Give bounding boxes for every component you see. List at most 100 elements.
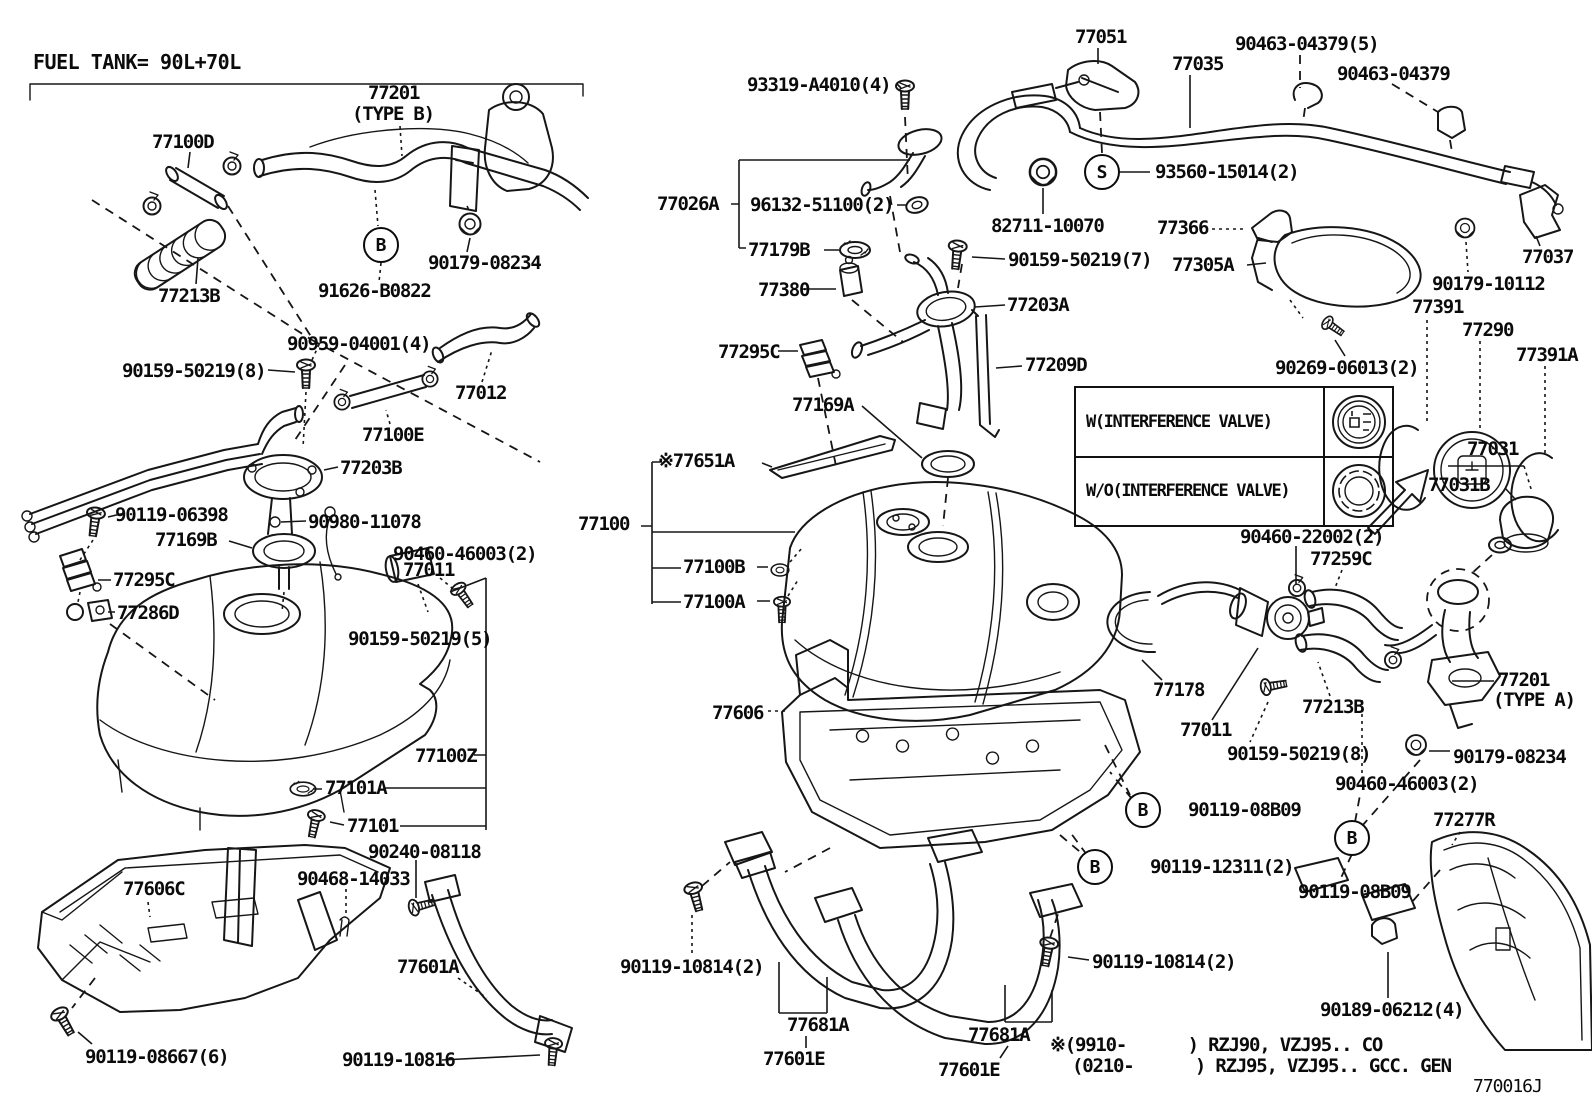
corrugated-hose-77213b (133, 218, 227, 291)
section-marker-b: B (363, 227, 399, 263)
section-marker-s: S (1084, 154, 1120, 190)
part-number-label: 90119-08B09 (1298, 881, 1412, 903)
fuel-cap-without-valve-icon (1325, 458, 1392, 526)
part-number-label: 91626-B0822 (318, 280, 432, 302)
part-number-label: 77012 (455, 382, 507, 404)
part-number-label: 77100Z (415, 745, 478, 767)
part-number-label: 77213B (158, 285, 221, 307)
part-number-label: 77201 (1498, 669, 1550, 691)
part-number-label: 90179-08234 (428, 252, 542, 274)
title-bracket (29, 83, 584, 101)
lid-cable-drawing (956, 48, 1564, 215)
part-number-label: 77259C (1310, 548, 1373, 570)
part-number-label: 77201 (368, 82, 420, 104)
part-number-label: 90119-08667(6) (85, 1046, 230, 1068)
part-number-label: 90463-04379(5) (1235, 33, 1380, 55)
fuel-cap-with-valve-icon (1325, 388, 1392, 456)
left-fuel-tank-drawing (96, 561, 487, 840)
interference-valve-table: W(INTERFERENCE VALVE)W/O(INTERFERENCE VA… (1074, 386, 1394, 527)
application-footnote: (0210- ) RZJ95, VZJ95.. GCC. GEN (1072, 1055, 1452, 1077)
part-number-label: 77601E (938, 1059, 1001, 1081)
part-number-label: 77011 (1180, 719, 1232, 741)
interference-valve-row-label: W(INTERFERENCE VALVE) (1076, 388, 1325, 456)
part-number-label: (TYPE A) (1493, 689, 1576, 711)
part-number-label: 77101 (347, 815, 399, 837)
center-pump-bracket-drawing (731, 79, 1023, 527)
protector-drawing (1371, 831, 1592, 1051)
part-number-label: 90159-50219(5) (348, 628, 493, 650)
part-number-label: 77051 (1075, 26, 1127, 48)
interference-valve-row: W/O(INTERFERENCE VALVE) (1076, 457, 1392, 526)
part-number-label: 77101A (325, 777, 388, 799)
part-number-label: 90159-50219(8) (122, 360, 267, 382)
part-number-label: 90460-46003(2) (1335, 773, 1480, 795)
part-number-label: 77169A (792, 394, 855, 416)
part-number-label: 77031B (1428, 474, 1491, 496)
part-number-label: (TYPE B) (352, 103, 435, 125)
part-number-label: 77100D (152, 131, 215, 153)
part-number-label: 90179-08234 (1453, 746, 1567, 768)
page-title: FUEL TANK= 90L+70L (33, 50, 241, 74)
part-number-label: 90269-06013(2) (1275, 357, 1420, 379)
part-number-label: 90119-12311(2) (1150, 856, 1295, 878)
part-number-label: 77380 (758, 279, 810, 301)
part-number-label: 90460-22002(2) (1240, 526, 1385, 548)
part-number-label: 77203B (340, 457, 403, 479)
part-number-label: 77179B (748, 239, 811, 261)
part-number-label: 77305A (1172, 254, 1235, 276)
section-marker-b: B (1077, 849, 1113, 885)
figure-code: 770016J (1473, 1076, 1543, 1097)
part-number-label: 93319-A4010(4) (747, 74, 892, 96)
part-number-label: 77391A (1516, 344, 1579, 366)
part-number-label: 90119-10814(2) (1092, 951, 1237, 973)
breather-and-hoses-drawing (1106, 546, 1403, 881)
part-number-label: 77203A (1007, 294, 1070, 316)
part-number-label: 77213B (1302, 696, 1365, 718)
part-number-label: 90119-08B09 (1188, 799, 1302, 821)
part-number-label: 77606C (123, 878, 186, 900)
part-number-label: 77286D (117, 602, 180, 624)
fuel-lid-drawing (1212, 184, 1561, 357)
filler-cap-and-neck-drawing (1361, 320, 1559, 903)
part-number-label: 77601E (763, 1048, 826, 1070)
part-number-label: 93560-15014(2) (1155, 161, 1300, 183)
part-number-label: 90159-50219(7) (1008, 249, 1153, 271)
application-footnote: ※(9910- ) RZJ90, VZJ95.. CO (1050, 1034, 1383, 1056)
center-fuel-tank-drawing (641, 435, 1123, 722)
part-number-label: 77277R (1433, 809, 1496, 831)
part-number-label: 77178 (1153, 679, 1205, 701)
tank-tray-and-straps-drawing (682, 639, 1416, 1059)
interference-valve-row-label: W/O(INTERFERENCE VALVE) (1076, 457, 1325, 525)
left-fuel-sender-drawing (21, 364, 478, 701)
direction-arrow (1367, 469, 1429, 535)
part-number-label: 90119-06398 (115, 504, 229, 526)
left-tubes-drawing (267, 312, 541, 449)
part-number-label: 77100 (578, 513, 630, 535)
part-number-label: 77100E (362, 424, 425, 446)
filler-pipe-type-b-drawing (91, 83, 589, 463)
part-number-label: 90460-46003(2) (393, 543, 538, 565)
part-number-label: 90240-08118 (368, 841, 482, 863)
part-number-label: 82711-10070 (991, 215, 1105, 237)
part-number-label: 90463-04379 (1337, 63, 1451, 85)
part-number-label: 77681A (787, 1014, 850, 1036)
part-number-label: ※77651A (658, 450, 735, 472)
part-number-label: 90159-50219(8) (1227, 743, 1372, 765)
part-number-label: 77169B (155, 529, 218, 551)
part-number-label: 96132-51100(2) (750, 194, 895, 216)
part-number-label: 77295C (113, 569, 176, 591)
part-number-label: 77681A (968, 1024, 1031, 1046)
part-number-label: 77035 (1172, 53, 1224, 75)
part-number-label: 77290 (1462, 319, 1514, 341)
part-number-label: 77366 (1157, 217, 1209, 239)
interference-valve-row: W(INTERFERENCE VALVE) (1076, 388, 1392, 458)
part-number-label: 77026A (657, 193, 720, 215)
part-number-label: 77100B (683, 556, 746, 578)
part-number-label: 77295C (718, 341, 781, 363)
part-number-label: 77601A (397, 956, 460, 978)
part-number-label: 77011 (403, 559, 455, 581)
part-number-label: 90959-04001(4) (287, 333, 432, 355)
skid-plate-drawing (37, 844, 573, 1067)
